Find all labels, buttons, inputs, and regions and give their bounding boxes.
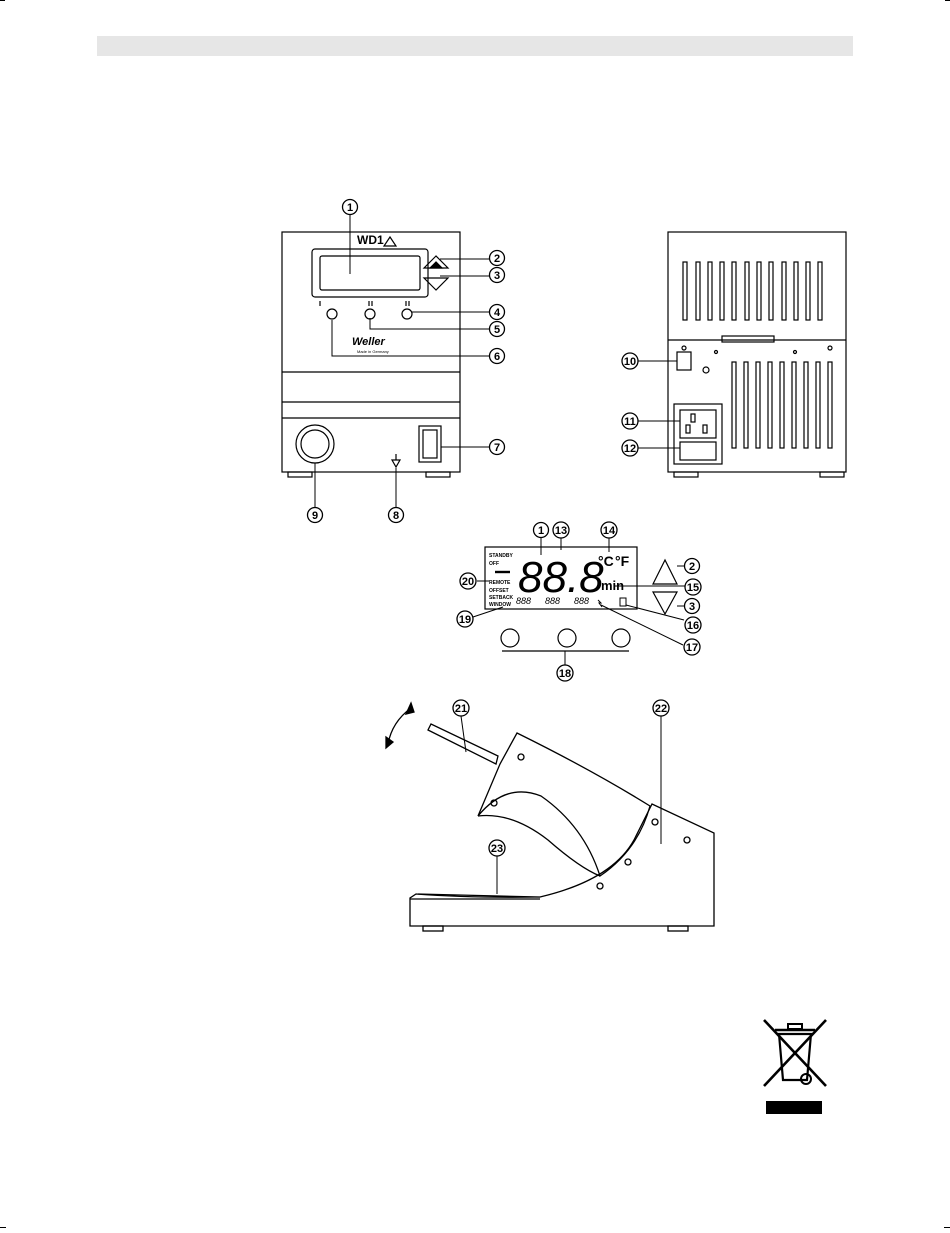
- svg-text:1: 1: [347, 202, 353, 214]
- power-switch-icon: [419, 426, 441, 462]
- callout-14: 14: [601, 522, 617, 538]
- callout-10: 10: [622, 353, 638, 369]
- callout-2-lcd: 2: [685, 559, 700, 574]
- svg-text:20: 20: [462, 576, 474, 588]
- lower-vents-icon: [732, 362, 832, 448]
- callout-3: 3: [490, 268, 505, 283]
- upper-vents-icon: [683, 262, 822, 320]
- svg-text:1: 1: [538, 525, 544, 537]
- warning-triangle-icon: [384, 237, 396, 246]
- svg-text:6: 6: [494, 351, 500, 363]
- svg-text:15: 15: [687, 582, 699, 594]
- callout-7: 7: [490, 440, 505, 455]
- svg-text:11: 11: [624, 416, 636, 428]
- svg-text:19: 19: [459, 614, 471, 626]
- svg-text:21: 21: [455, 703, 467, 715]
- callout-22: 22: [653, 700, 669, 716]
- back-view: [668, 232, 846, 477]
- svg-text:8: 8: [393, 510, 399, 522]
- model-label: WD1: [357, 233, 384, 247]
- svg-text:23: 23: [491, 843, 503, 855]
- svg-text:3: 3: [689, 601, 695, 613]
- callout-1-lcd: 1: [534, 523, 549, 538]
- callout-21: 21: [453, 700, 469, 716]
- lock-icon: [620, 598, 626, 606]
- callout-12: 12: [622, 440, 638, 456]
- callout-19: 19: [457, 611, 473, 627]
- soft-key-3-icon: [402, 309, 412, 319]
- callout-1: 1: [343, 200, 358, 215]
- callout-20: 20: [460, 573, 476, 589]
- lcd-main-digits: 88.8: [518, 553, 604, 602]
- lcd-small-digits-3: 888: [574, 596, 589, 606]
- callout-6: 6: [490, 349, 505, 364]
- lcd-small-digits-2: 888: [545, 596, 560, 606]
- svg-text:16: 16: [687, 620, 699, 632]
- brand-logo: Weller: [352, 336, 386, 348]
- svg-text:2: 2: [494, 253, 500, 265]
- lcd-key-3-icon: [612, 629, 630, 647]
- soft-key-2-icon: [365, 309, 375, 319]
- lcd-celsius: °C: [598, 553, 614, 569]
- callout-5: 5: [490, 322, 505, 337]
- callout-16: 16: [685, 617, 701, 633]
- lcd-key-2-icon: [558, 629, 576, 647]
- svg-text:10: 10: [624, 356, 636, 368]
- status-setback: SETBACK: [489, 595, 514, 601]
- mains-socket-icon: [674, 404, 722, 464]
- svg-text:18: 18: [559, 668, 571, 680]
- status-remote: REMOTE: [489, 580, 511, 586]
- callout-15: 15: [685, 579, 701, 595]
- lcd-small-digits-1: 888: [516, 596, 531, 606]
- callout-2: 2: [490, 251, 505, 266]
- callout-8: 8: [389, 508, 404, 523]
- made-in-label: Made in Germany: [357, 349, 389, 354]
- lcd-down-arrow-icon: [653, 592, 677, 614]
- svg-text:14: 14: [603, 525, 616, 537]
- front-view: [282, 232, 460, 477]
- crossed-out-wheelie-bin-icon: [764, 1020, 826, 1114]
- lcd-fahrenheit: °F: [615, 553, 630, 569]
- svg-text:13: 13: [555, 525, 567, 537]
- svg-text:2: 2: [689, 561, 695, 573]
- callout-13: 13: [553, 522, 569, 538]
- svg-text:12: 12: [624, 443, 636, 455]
- status-standby: STANDBY: [489, 553, 513, 559]
- holder-body: [410, 804, 714, 926]
- lcd-up-arrow-icon: [653, 560, 677, 584]
- callout-17: 17: [684, 639, 700, 655]
- callout-18: 18: [557, 665, 573, 681]
- holder-side-view: [386, 703, 714, 931]
- svg-text:3: 3: [494, 270, 500, 282]
- fuse-holder-icon: [680, 442, 716, 460]
- lcd-key-1-icon: [501, 629, 519, 647]
- soft-key-1-icon: [327, 309, 337, 319]
- svg-text:4: 4: [494, 307, 501, 319]
- ground-symbol-icon: [392, 460, 400, 467]
- callout-23: 23: [489, 840, 505, 856]
- callout-9: 9: [308, 508, 323, 523]
- svg-text:17: 17: [686, 642, 698, 654]
- svg-text:22: 22: [655, 703, 667, 715]
- equipotential-socket-icon: [677, 352, 691, 370]
- callout-4: 4: [490, 305, 505, 320]
- svg-text:9: 9: [312, 510, 318, 522]
- tool-socket-icon: [296, 425, 334, 463]
- status-offset: OFFSET: [489, 588, 509, 594]
- svg-text:5: 5: [494, 324, 500, 336]
- callout-3-lcd: 3: [685, 599, 700, 614]
- status-window: WINDOW: [489, 602, 511, 608]
- status-off: OFF: [489, 561, 499, 567]
- callout-11: 11: [622, 413, 638, 429]
- svg-text:7: 7: [494, 442, 500, 454]
- lcd-status-labels: STANDBY OFF REMOTE OFFSET SETBACK WINDOW: [489, 553, 514, 608]
